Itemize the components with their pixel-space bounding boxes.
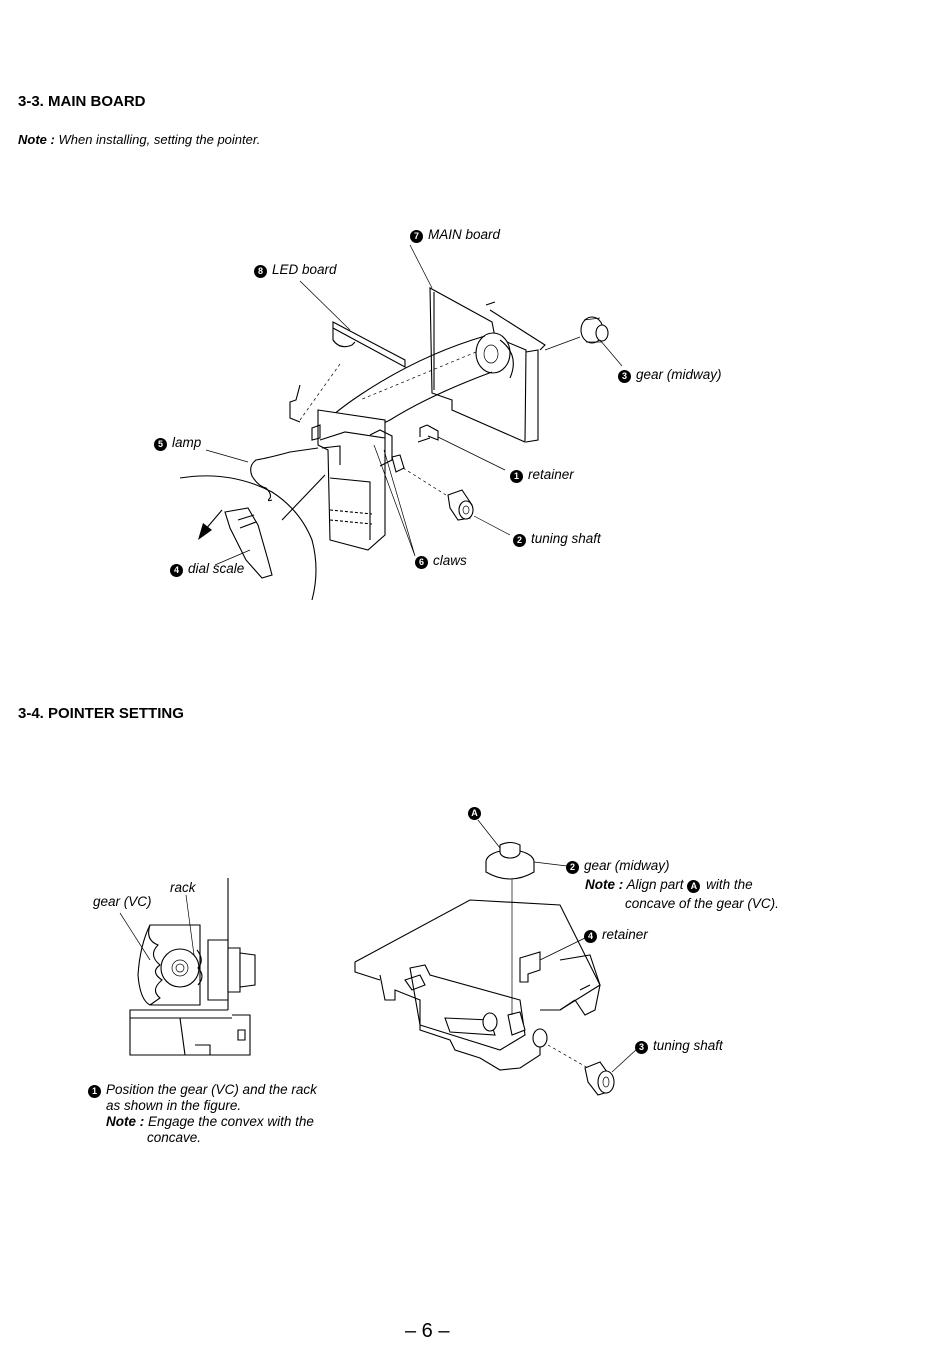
section-heading-pointer-setting: 3-4. POINTER SETTING: [18, 705, 184, 722]
callout-number-4b: 4: [584, 930, 597, 943]
pointer-setting-assembly: [354, 819, 639, 1096]
step1-line1: 1 Position the gear (VC) and the rack: [88, 1082, 317, 1098]
note-text: When installing, setting the pointer.: [58, 132, 261, 147]
align-note-line2: concave of the gear (VC).: [625, 896, 779, 911]
gear-vc-rack-detail: [119, 878, 256, 1056]
callout-tuning-shaft-2-text: tuning shaft: [653, 1038, 723, 1053]
lamp-part: [250, 447, 319, 502]
step1-note-label: Note :: [106, 1114, 145, 1129]
callout-number-1: 1: [510, 470, 523, 483]
align-note-label: Note :: [585, 877, 624, 892]
step1-note-line1: Engage the convex with the: [148, 1114, 314, 1129]
step1-line1-text: Position the gear (VC) and the rack: [106, 1082, 317, 1097]
callout-retainer-text: retainer: [528, 467, 574, 482]
dial-scale-part: [179, 475, 317, 601]
callout-lamp: 5 lamp: [154, 435, 201, 451]
main-board-gear: [475, 332, 511, 374]
callout-gear-midway-2-text: gear (midway): [584, 858, 670, 873]
callout-tuning-shaft-2: 3 tuning shaft: [635, 1038, 723, 1054]
gear-vc-label: gear (VC): [93, 894, 152, 909]
note-label: Note :: [18, 132, 55, 147]
step1-number: 1: [88, 1085, 101, 1098]
step1-note-line2: concave.: [147, 1130, 202, 1145]
main-board-plate: [429, 287, 527, 443]
callout-dial-scale-text: dial scale: [188, 561, 245, 576]
callout-number-2: 2: [513, 534, 526, 547]
callout-number-3: 3: [618, 370, 631, 383]
align-note-marker: A: [687, 880, 701, 893]
callout-gear-midway: 3 gear (midway): [618, 367, 722, 383]
callout-number-3b: 3: [635, 1041, 648, 1054]
align-note-text-after: with the: [706, 877, 753, 892]
callout-retainer: 1 retainer: [510, 467, 574, 483]
rack-label: rack: [170, 880, 196, 895]
retainer-part-2: [519, 951, 541, 983]
section-heading-main-board: 3-3. MAIN BOARD: [18, 93, 146, 110]
align-note: Note : Align part A with the: [585, 877, 753, 893]
assembly-board: [354, 899, 601, 1011]
callout-claws-text: claws: [433, 553, 467, 568]
callout-dial-scale: 4 dial scale: [170, 561, 244, 577]
callout-retainer-2-text: retainer: [602, 927, 648, 942]
step1-line2: as shown in the figure.: [106, 1098, 242, 1113]
marker-a: A: [468, 803, 481, 821]
callout-number-4: 4: [170, 564, 183, 577]
marker-a-badge: A: [468, 807, 481, 820]
callout-led-board: 8 LED board: [254, 262, 337, 278]
retainer-part: [417, 424, 439, 443]
callout-main-board-text: MAIN board: [428, 227, 501, 242]
callout-main-board: 7 MAIN board: [410, 227, 500, 243]
callout-number-5: 5: [154, 438, 167, 451]
led-board: [332, 321, 406, 368]
align-note-text-before: Align part: [626, 877, 684, 892]
main-board-note: Note : When installing, setting the poin…: [18, 132, 260, 147]
callout-gear-midway-text: gear (midway): [636, 367, 722, 382]
callout-led-board-text: LED board: [272, 262, 337, 277]
callout-number-7: 7: [410, 230, 423, 243]
callout-claws: 6 claws: [415, 553, 467, 569]
callout-tuning-shaft-text: tuning shaft: [531, 531, 601, 546]
callout-gear-midway-2: 2 gear (midway): [566, 858, 670, 874]
callout-tuning-shaft: 2 tuning shaft: [513, 531, 601, 547]
step1-note: Note : Engage the convex with the: [106, 1114, 314, 1129]
callout-lamp-text: lamp: [172, 435, 202, 450]
callout-number-2b: 2: [566, 861, 579, 874]
callout-number-6: 6: [415, 556, 428, 569]
page-number: – 6 –: [405, 1320, 450, 1342]
callout-number-8: 8: [254, 265, 267, 278]
callout-retainer-2: 4 retainer: [584, 927, 648, 943]
